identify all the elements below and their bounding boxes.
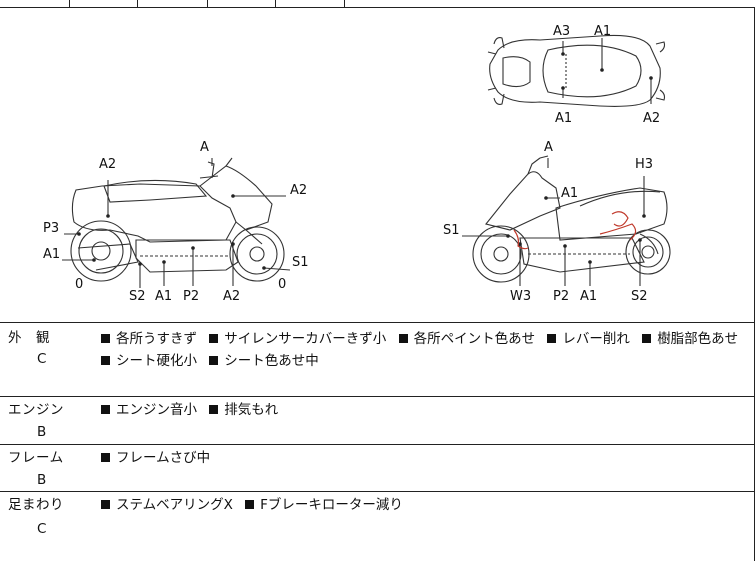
list-item: エンジン音小: [99, 402, 203, 418]
label-right-s1: S1: [443, 223, 460, 238]
section-items: エンジン音小 排気もれ: [99, 399, 749, 421]
scooter-right-view: [472, 155, 671, 283]
label-left-tire-rear: 0: [75, 277, 83, 292]
section-grade: B: [37, 472, 47, 488]
list-item: 各所ペイント色あせ: [397, 331, 542, 347]
section-grade: C: [37, 521, 47, 537]
label-top-a1-upper: A1: [594, 24, 611, 39]
label-right-p2: P2: [553, 289, 569, 304]
section-items: ステムベアリングX Fブレーキローター減り: [99, 494, 749, 516]
label-left-s1: S1: [292, 255, 309, 270]
section-category: エンジン: [8, 402, 64, 418]
label-left-p2: P2: [183, 289, 199, 304]
damage-diagram: A3 A1 A1 A2 A A2 A2 P3 A1 0 S2 A1 P2 A2 …: [0, 8, 755, 323]
section-category: 外 観: [8, 330, 50, 346]
scooter-left-view: [70, 157, 285, 282]
list-item: レバー削れ: [545, 331, 636, 347]
list-item: 排気もれ: [207, 402, 284, 418]
section-frame: フレーム B フレームさび中: [0, 445, 755, 492]
label-left-a2-front: A2: [290, 183, 307, 198]
section-category: 足まわり: [8, 497, 64, 513]
label-left-s2: S2: [129, 289, 146, 304]
label-left-a1-bottom: A1: [155, 289, 172, 304]
label-right-a-mirror: A: [544, 140, 553, 155]
scooter-top-view: [487, 34, 666, 107]
marker-dots: [77, 52, 653, 270]
label-left-a2-bottom: A2: [223, 289, 240, 304]
label-top-a2: A2: [643, 111, 660, 126]
section-items: 各所うすきず サイレンサーカバーきず小 各所ペイント色あせ レバー削れ 樹脂部色…: [99, 328, 749, 372]
list-item: 樹脂部色あせ: [640, 331, 744, 347]
section-suspension: 足まわり C ステムベアリングX Fブレーキローター減り: [0, 492, 755, 561]
label-right-a1-bottom: A1: [580, 289, 597, 304]
label-top-a1-lower: A1: [555, 111, 572, 126]
label-left-a-mirror: A: [200, 140, 209, 155]
list-item: サイレンサーカバーきず小: [207, 331, 392, 347]
section-items: フレームさび中: [99, 447, 749, 469]
label-right-s2: S2: [631, 289, 648, 304]
label-right-h3: H3: [635, 157, 653, 172]
list-item: シート色あせ中: [207, 353, 325, 369]
list-item: シート硬化小: [99, 353, 203, 369]
section-engine: エンジン B エンジン音小 排気もれ: [0, 397, 755, 445]
section-category: フレーム: [8, 450, 64, 466]
label-left-p3: P3: [43, 221, 59, 236]
section-grade: B: [37, 424, 47, 440]
list-item: フレームさび中: [99, 450, 216, 466]
list-item: 各所うすきず: [99, 331, 203, 347]
label-top-a3: A3: [553, 24, 570, 39]
label-right-a1-cowl: A1: [561, 186, 578, 201]
label-left-a1: A1: [43, 247, 60, 262]
leader-lines: [62, 38, 652, 288]
label-left-tire-front: 0: [278, 277, 286, 292]
section-exterior: 外 観 C 各所うすきず サイレンサーカバーきず小 各所ペイント色あせ レバー削…: [0, 323, 755, 397]
label-right-w3: W3: [510, 289, 531, 304]
damage-marks: [513, 211, 637, 250]
list-item: Fブレーキローター減り: [243, 497, 409, 513]
label-left-a2-body: A2: [99, 157, 116, 172]
section-grade: C: [37, 351, 47, 367]
list-item: ステムベアリングX: [99, 497, 239, 513]
top-table-edge: [0, 0, 755, 8]
